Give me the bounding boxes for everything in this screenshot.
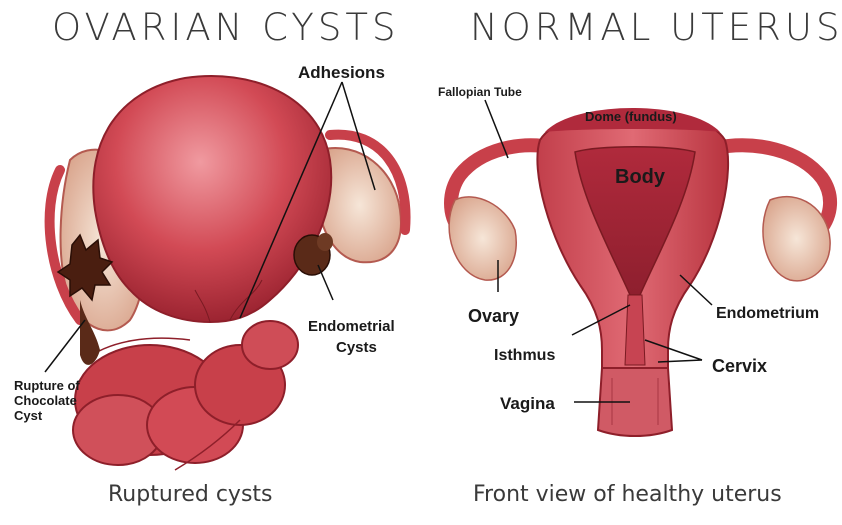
caption-ruptured-cysts: Ruptured cysts bbox=[108, 482, 273, 507]
label-rupture-1: Rupture of bbox=[14, 378, 80, 393]
label-endometrial-1: Endometrial bbox=[308, 318, 395, 335]
label-ovary: Ovary bbox=[468, 306, 519, 326]
lower-folds bbox=[73, 321, 298, 470]
uterus-ovarian bbox=[93, 76, 331, 322]
left-ovary bbox=[449, 197, 516, 280]
label-cervix: Cervix bbox=[712, 356, 767, 376]
label-dome: Dome (fundus) bbox=[585, 109, 677, 124]
label-vagina: Vagina bbox=[500, 394, 555, 413]
label-endometrium: Endometrium bbox=[716, 305, 819, 322]
label-rupture-2: Chocolate bbox=[14, 393, 77, 408]
label-body: Body bbox=[615, 166, 666, 188]
label-rupture-3: Cyst bbox=[14, 408, 43, 423]
right-illustration: Fallopian Tube Dome (fundus) Body Ovary … bbox=[438, 85, 830, 436]
label-isthmus: Isthmus bbox=[494, 347, 555, 364]
right-ovary bbox=[763, 197, 830, 281]
caption-front-view: Front view of healthy uterus bbox=[473, 482, 782, 507]
label-adhesions: Adhesions bbox=[298, 63, 385, 82]
label-endometrial-2: Cysts bbox=[336, 339, 377, 356]
left-illustration: Adhesions Endometrial Cysts Rupture of C… bbox=[14, 63, 406, 470]
label-fallopian: Fallopian Tube bbox=[438, 85, 522, 99]
